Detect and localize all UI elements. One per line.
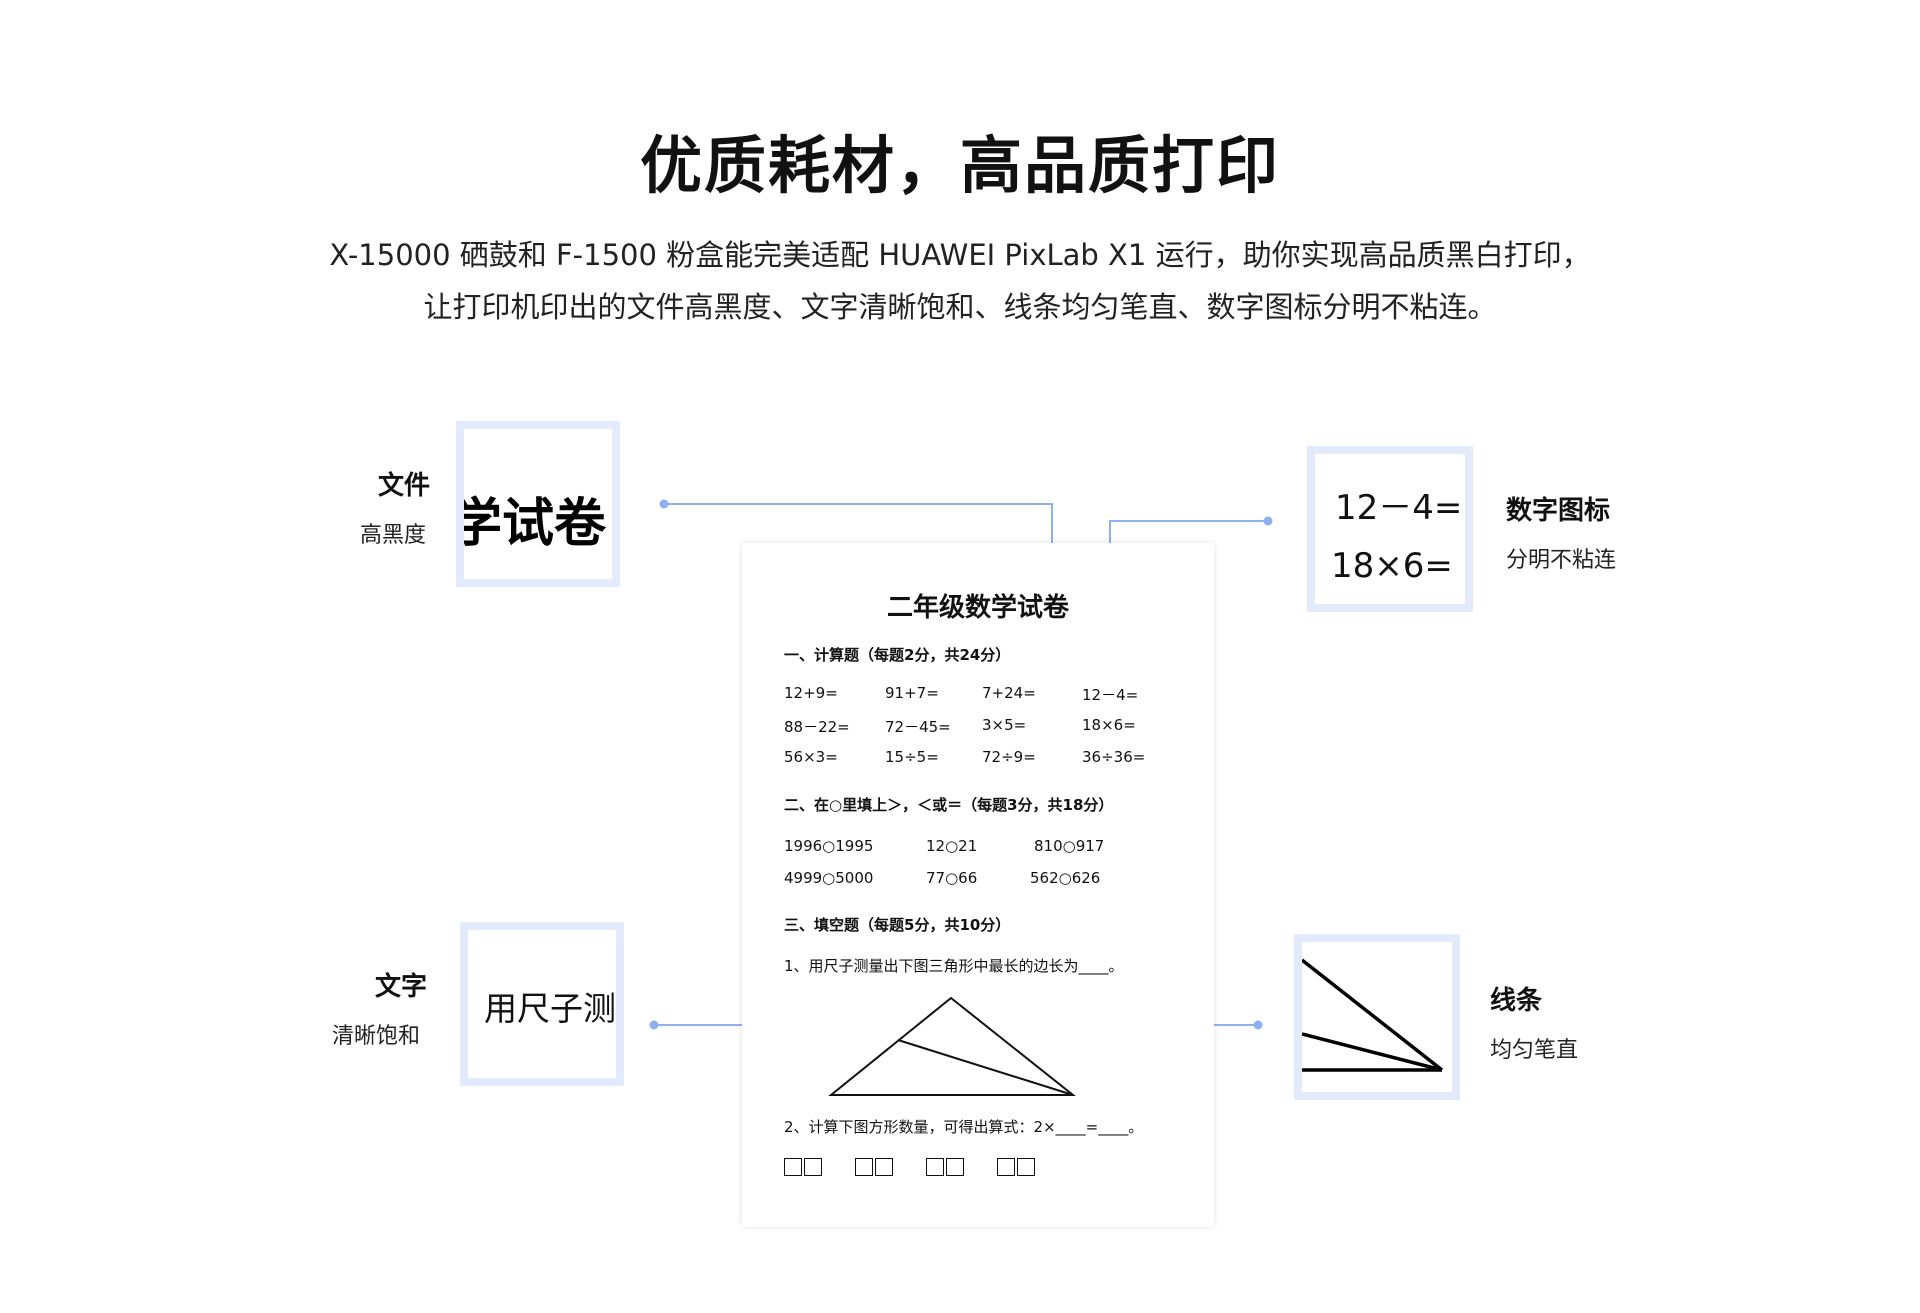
description-line-1: X-15000 硒鼓和 F-1500 粉盒能完美适配 HUAWEI PixLab…: [329, 238, 1591, 272]
compare-item: 810○917: [1034, 837, 1105, 855]
calc-item: 15÷5=: [885, 748, 939, 766]
callout-text-zoom: 用尺子测: [460, 922, 624, 1086]
calc-item: 3×5=: [982, 716, 1027, 734]
section1-heading: 一、计算题（每题2分，共24分）: [784, 646, 1011, 664]
callout-numbers-title: 数字图标: [1506, 496, 1611, 526]
callout-lines-title: 线条: [1490, 986, 1543, 1016]
calc-item: 18×6=: [1082, 716, 1136, 734]
compare-item: 4999○5000: [784, 869, 874, 887]
square-pair: [926, 1158, 966, 1180]
calc-item: 72－45=: [885, 718, 951, 736]
headline: 优质耗材，高品质打印: [639, 129, 1280, 202]
calc-item: 91+7=: [885, 684, 939, 702]
description-line-2: 让打印机印出的文件高黑度、文字清晰饱和、线条均匀笔直、数字图标分明不粘连。: [423, 290, 1497, 324]
calc-item: 88－22=: [784, 718, 850, 736]
exam-paper: [742, 543, 1214, 1227]
callout-document-subtitle: 高黑度: [360, 523, 427, 548]
paper-title: 二年级数学试卷: [886, 593, 1069, 623]
calc-item: 7+24=: [982, 684, 1036, 702]
question-1: 1、用尺子测量出下图三角形中最长的边长为____。: [784, 957, 1124, 975]
callout-text-title: 文字: [375, 972, 428, 1002]
calc-item: 36÷36=: [1082, 748, 1146, 766]
compare-item: 562○626: [1030, 869, 1101, 887]
section2-heading: 二、在○里填上＞，＜或＝（每题3分，共18分）: [784, 796, 1114, 814]
connector-dot: [659, 499, 669, 509]
connector-dot: [1253, 1020, 1263, 1030]
square-pair: [855, 1158, 895, 1180]
zoom-triangle-lines: [1302, 958, 1444, 1072]
square-pair: [784, 1158, 824, 1180]
calc-item: 72÷9=: [982, 748, 1036, 766]
compare-item: 77○66: [926, 869, 978, 887]
section3-heading: 三、填空题（每题5分，共10分）: [784, 916, 1011, 934]
zoom-numbers-line2: 18×6=: [1331, 546, 1453, 586]
callout-numbers-subtitle: 分明不粘连: [1506, 548, 1617, 573]
zoom-numbers-line1: 12－4=: [1335, 488, 1463, 528]
paper-triangle: [828, 996, 1076, 1096]
compare-item: 12○21: [926, 837, 978, 855]
callout-document-zoom: 学试卷: [456, 421, 620, 587]
calc-item: 12－4=: [1082, 686, 1139, 704]
calc-item: 12+9=: [784, 684, 838, 702]
zoom-document-text: 学试卷: [456, 494, 607, 554]
connector-dot: [649, 1020, 659, 1030]
callout-lines-subtitle: 均匀笔直: [1490, 1038, 1579, 1063]
zoom-text-text: 用尺子测: [484, 989, 616, 1028]
connector-dot: [1263, 516, 1273, 526]
callout-lines-zoom: [1294, 934, 1460, 1100]
calc-item: 56×3=: [784, 748, 838, 766]
callout-document-title: 文件: [378, 471, 431, 501]
callout-text-subtitle: 清晰饱和: [332, 1024, 421, 1049]
question-2: 2、计算下图方形数量，可得出算式：2×____=____。: [784, 1118, 1144, 1136]
square-pair: [997, 1158, 1037, 1180]
compare-item: 1996○1995: [784, 837, 874, 855]
callout-numbers-zoom: 12－4= 18×6=: [1307, 446, 1473, 612]
